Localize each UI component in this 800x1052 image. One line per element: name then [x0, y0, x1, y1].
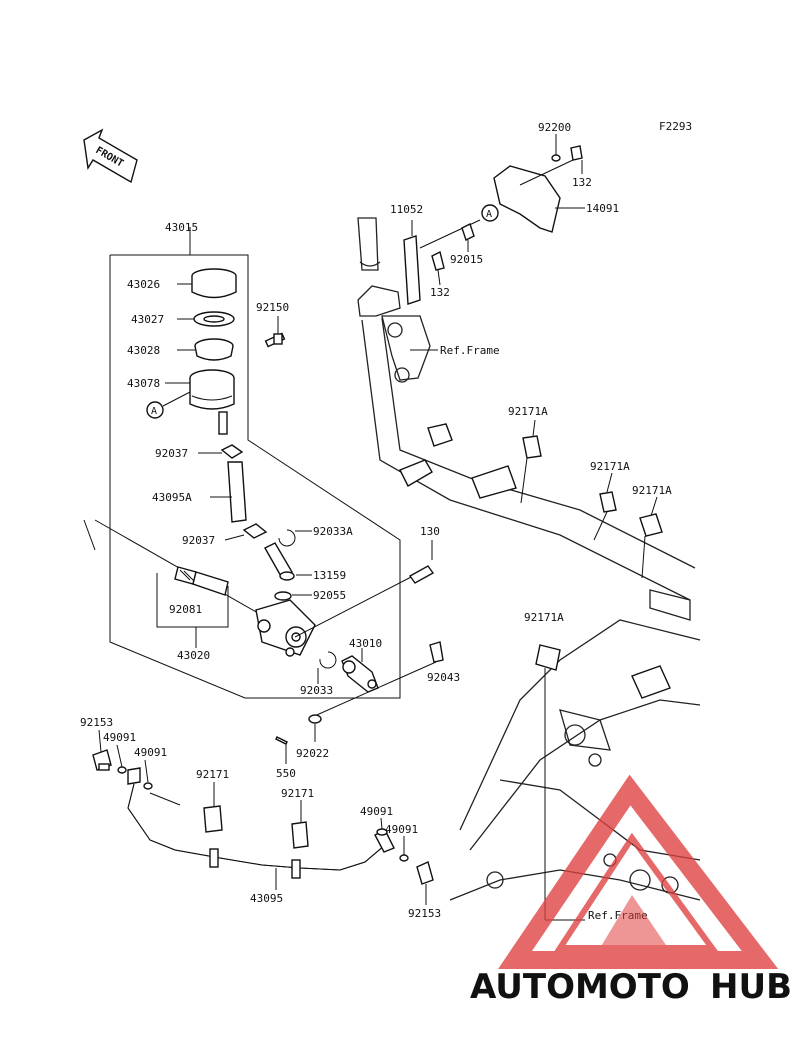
banjo-bolt-left — [92, 729, 112, 771]
label-43095A: 43095A — [152, 491, 192, 504]
svg-text:A: A — [151, 406, 157, 417]
circlip-lower — [317, 651, 337, 684]
label-92171A-3: 92171A — [632, 484, 672, 497]
brake-hose — [127, 767, 386, 890]
label-92171-right: 92171 — [281, 787, 314, 800]
hose-clamp-upper — [198, 444, 244, 459]
hose-holder-2 — [291, 800, 309, 849]
label-43027: 43027 — [131, 313, 164, 326]
front-arrow: FRONT — [83, 128, 138, 184]
bolt-130 — [294, 540, 435, 638]
label-92171A-1: 92171A — [508, 405, 548, 418]
label-43020: 43020 — [177, 649, 210, 662]
banjo-right — [374, 817, 409, 862]
label-ref-frame-upper: Ref.Frame — [440, 344, 500, 357]
label-11052: 11052 — [390, 203, 423, 216]
label-49091-a: 49091 — [103, 731, 136, 744]
label-43026: 43026 — [127, 278, 160, 291]
label-132-top: 132 — [572, 176, 592, 189]
label-49091-b: 49091 — [134, 746, 167, 759]
label-92153-left: 92153 — [80, 716, 113, 729]
label-92153-right: 92153 — [408, 907, 441, 920]
label-43010: 43010 — [349, 637, 382, 650]
washer — [308, 714, 322, 742]
label-132-lower: 132 — [430, 286, 450, 299]
circlip-upper — [278, 529, 312, 547]
callout-a-left: A — [146, 391, 191, 419]
watermark-text: AUTOMOTO HUB — [470, 967, 792, 1007]
watermark-logo — [498, 774, 779, 969]
reservoir-cap — [177, 268, 237, 299]
label-92150: 92150 — [256, 301, 289, 314]
push-rod — [341, 648, 379, 693]
label-92171-left: 92171 — [196, 768, 229, 781]
label-92055: 92055 — [313, 589, 346, 602]
frame-drawing: A — [357, 134, 701, 921]
label-92033: 92033 — [300, 684, 333, 697]
banjo-bolt-right — [416, 861, 434, 905]
label-130: 130 — [420, 525, 440, 538]
hose-holder-1 — [203, 782, 223, 833]
o-ring — [274, 591, 312, 601]
label-92081: 92081 — [169, 603, 202, 616]
label-92033A: 92033A — [313, 525, 353, 538]
group-box-43015 — [109, 227, 401, 699]
reservoir-hose — [210, 461, 247, 523]
watermark-part1: AUTOMOTO — [470, 967, 690, 1007]
label-14091: 14091 — [586, 202, 619, 215]
hose-clamp-lower — [224, 523, 268, 541]
label-92037-upper: 92037 — [155, 447, 188, 460]
diaphragm — [177, 338, 234, 361]
label-43028: 43028 — [127, 344, 160, 357]
label-92022: 92022 — [296, 747, 329, 760]
label-92171A-2: 92171A — [590, 460, 630, 473]
diaphragm-plate — [177, 311, 235, 327]
bolt-92150 — [264, 316, 286, 348]
figure-code: F2293 — [659, 120, 692, 133]
svg-text:A: A — [486, 209, 492, 220]
cotter-pin — [275, 736, 288, 764]
master-cylinder-body — [255, 599, 316, 657]
piston-assembly — [83, 519, 266, 648]
pin-92043 — [309, 641, 444, 719]
label-92015: 92015 — [450, 253, 483, 266]
label-49091-d: 49091 — [385, 823, 418, 836]
label-43015: 43015 — [165, 221, 198, 234]
label-43095: 43095 — [250, 892, 283, 905]
label-49091-c: 49091 — [360, 805, 393, 818]
washers-left — [116, 744, 153, 790]
label-92171A-4: 92171A — [524, 611, 564, 624]
reservoir-body — [165, 369, 235, 435]
label-43078: 43078 — [127, 377, 160, 390]
label-13159: 13159 — [313, 569, 346, 582]
hose-fitting — [264, 542, 312, 581]
label-92043: 92043 — [427, 671, 460, 684]
label-92037-lower: 92037 — [182, 534, 215, 547]
part-labels: 92200 132 14091 11052 92015 132 43015 43… — [80, 121, 672, 922]
label-550: 550 — [276, 767, 296, 780]
watermark-part2: HUB — [710, 967, 792, 1007]
label-92200: 92200 — [538, 121, 571, 134]
